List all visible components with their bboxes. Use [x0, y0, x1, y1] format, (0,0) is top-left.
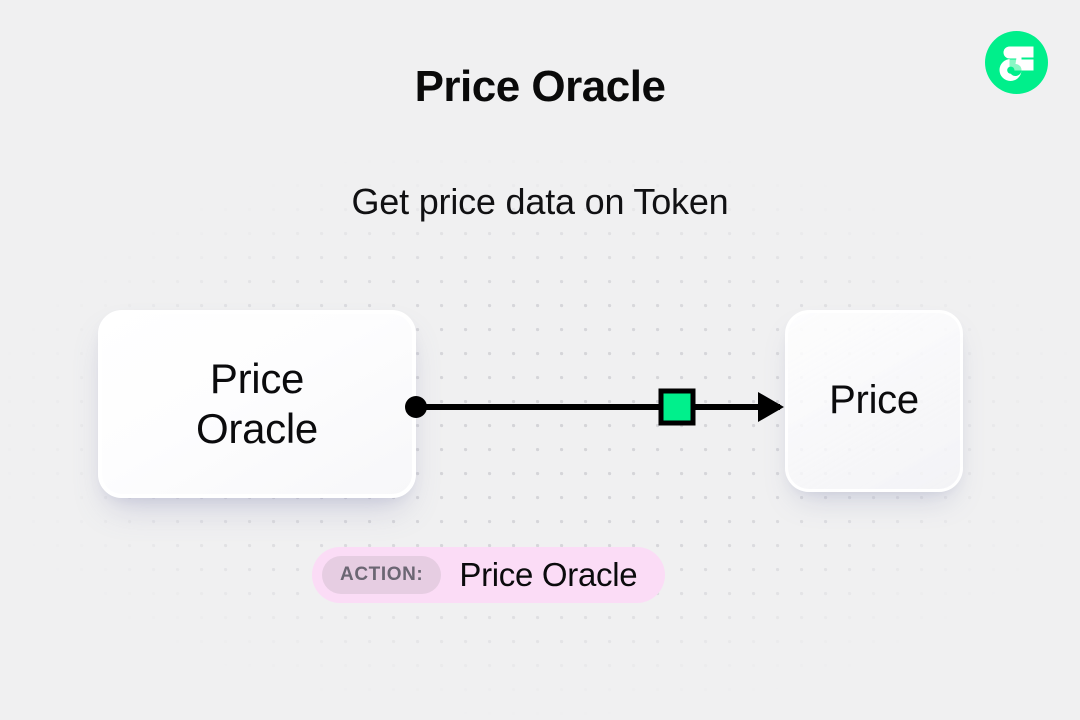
action-badge[interactable]: ACTION: Price Oracle	[312, 547, 666, 603]
connector-edge	[405, 388, 784, 426]
node-price-oracle[interactable]: Price Oracle	[98, 310, 416, 498]
node-target-label: Price	[829, 378, 919, 423]
page-title: Price Oracle	[414, 62, 666, 111]
action-value: Price Oracle	[459, 556, 638, 593]
node-source-label-line2: Oracle	[196, 405, 318, 452]
node-price[interactable]: Price	[785, 310, 963, 492]
node-source-label-line1: Price	[209, 355, 305, 403]
page-subtitle: Get price data on Token	[351, 181, 729, 222]
flow-logo-icon[interactable]	[985, 31, 1048, 94]
action-tag-label: ACTION:	[322, 556, 442, 594]
connector-midpoint-marker[interactable]	[658, 388, 696, 426]
connector-arrowhead	[758, 392, 784, 422]
